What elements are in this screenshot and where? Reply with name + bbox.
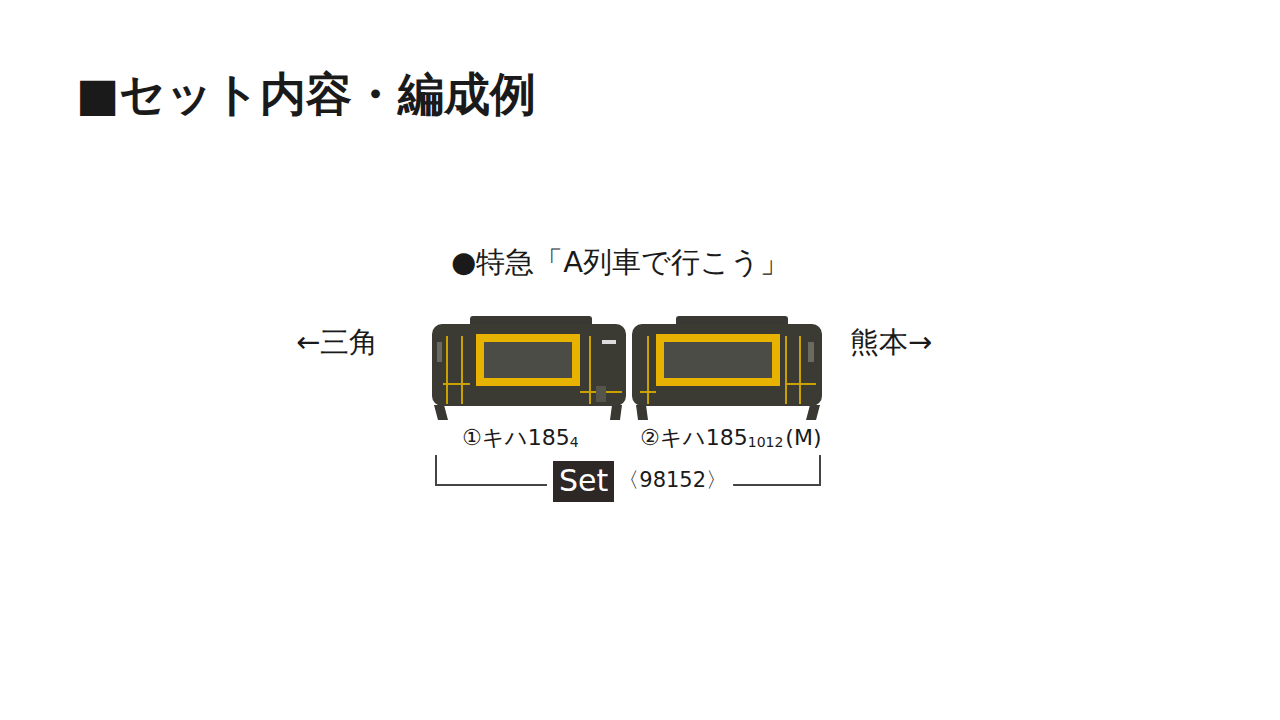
- set-bracket: [436, 455, 547, 485]
- car-label: ②キハ185: [640, 425, 748, 450]
- car-label: ①キハ185: [462, 425, 570, 450]
- set-bracket: [733, 455, 820, 485]
- page-title: ■セット内容・編成例: [76, 68, 536, 121]
- train-name: ●特急「A列車で行こう」: [451, 246, 789, 279]
- car-number: 1012: [748, 434, 784, 450]
- set-label: Set: [559, 464, 608, 499]
- direction-label: ←三角: [296, 326, 378, 359]
- car-number: 4: [570, 434, 579, 450]
- train-car: [432, 316, 626, 420]
- train-car: [632, 316, 822, 420]
- motor-mark: (M): [785, 425, 821, 450]
- set-badge: Set: [553, 461, 614, 502]
- product-number: 〈98152〉: [618, 468, 727, 492]
- direction-label: 熊本→: [850, 326, 932, 359]
